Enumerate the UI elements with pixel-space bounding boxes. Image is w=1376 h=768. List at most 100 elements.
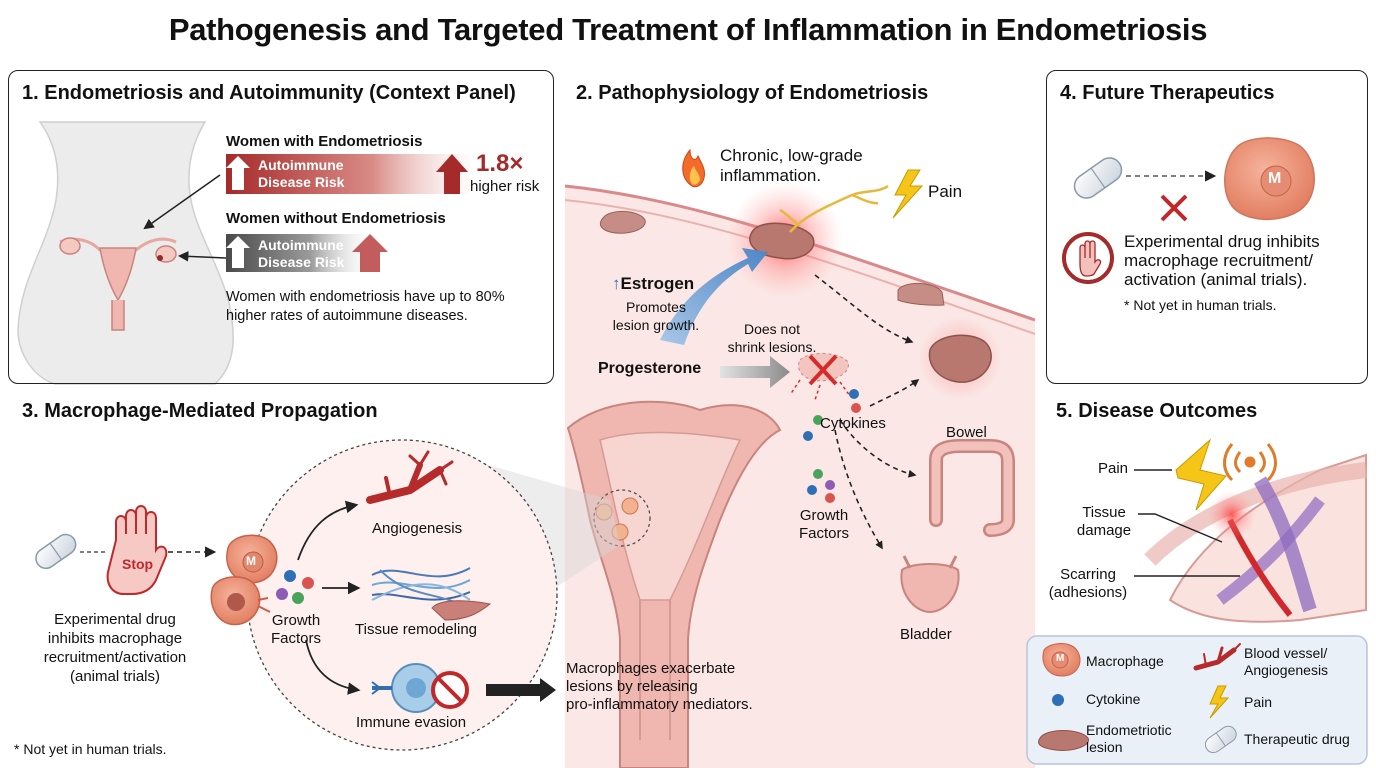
scarring-line1: Scarring [1060,566,1116,583]
p3-drug-line4: (animal trials) [69,668,160,685]
legend-vessel-line1: Blood vessel/ [1244,645,1328,661]
uterus-illustration [566,400,782,768]
lightning-icon [892,169,924,219]
growth-line1: Growth [799,507,849,524]
p4-drug-line3: activation (animal trials). [1124,270,1308,289]
legend-lesion-icon [1038,730,1089,751]
pill-icon-panel3 [35,533,77,570]
estrogen-text: Estrogen [620,274,695,293]
without-bar-text: Autoimmune Disease Risk [258,237,344,271]
with-endometriosis-label: Women with Endometriosis [226,133,423,150]
without-bar-line1: Autoimmune [258,237,344,253]
panel4-title: 4. Future Therapeutics [1060,82,1275,104]
progesterone-line2: shrink lesions. [727,339,817,355]
output-arrow [486,678,556,702]
growth-factor-dots [807,469,835,503]
progesterone-line1: Does not [743,321,801,337]
cytokine-dots [803,389,861,441]
growth-factors-label: Growth Factors [786,507,862,543]
immune-evasion-label: Immune evasion [356,714,467,731]
outcome-pain-label: Pain [1098,460,1129,477]
legend-pain-icon [1209,685,1230,719]
legend-pain-label: Pain [1244,694,1273,710]
page-title: Pathogenesis and Targeted Treatment of I… [168,12,1208,47]
legend-cytokine-icon [1052,694,1064,706]
with-bar-line1: Autoimmune [258,157,344,173]
tissue-line1: Tissue [1082,504,1126,521]
pain-signal-icon [1223,443,1277,482]
risk-up-arrow-small [352,234,388,272]
growth-line2: Factors [798,525,849,542]
bladder-label: Bladder [900,626,952,643]
bowel-label: Bowel [946,424,987,441]
legend-drug-icon [1204,725,1237,754]
growth-line2-p3: Factors [270,630,321,647]
legend-macrophage-letter: M [1056,653,1065,664]
panel1-title: 1. Endometriosis and Autoimmunity (Conte… [22,82,516,104]
p3-drug-line2: inhibits macrophage [47,630,183,647]
estrogen-label: ↑Estrogen [612,274,694,294]
risk-bar-without [226,234,366,272]
panel4-footnote: * Not yet in human trials. [1124,297,1277,313]
with-bar-line2: Disease Risk [258,174,345,190]
risk-caption: higher risk [470,178,540,195]
risk-up-arrow-large [436,154,468,194]
p4-drug-line1: Experimental drug inhibits [1124,232,1320,251]
inflammation-line2: inflammation. [720,166,822,185]
legend-vessel-line2: Angiogenesis [1244,662,1329,678]
lesion-small-1 [599,211,646,234]
lesion-small-2 [897,283,945,306]
estrogen-line1: Promotes [626,299,686,315]
inflammation-line1: Chronic, low-grade [720,146,863,165]
panel5-title: 5. Disease Outcomes [1056,400,1258,422]
tissue-remodeling-label: Tissue remodeling [355,621,477,638]
block-x-icon [808,354,838,386]
macrophage-letter-p3: M [246,554,256,568]
legend-lesion-line2: lesion [1086,739,1123,755]
legend-drug-label: Therapeutic drug [1244,731,1350,747]
growth-line1-p3: Growth [271,612,321,629]
inhibit-x-icon [1160,194,1188,222]
legend-macrophage-label: Macrophage [1086,653,1164,669]
legend-lesion-label: Endometriotic lesion [1086,722,1172,756]
estrogen-line2: lesion growth. [612,317,700,333]
legend-box [1026,635,1368,765]
exacerbate-text: Macrophages exacerbate lesions by releas… [566,660,753,714]
macrophage-letter-p4: M [1268,170,1282,187]
exacerbate-line1: Macrophages exacerbate [566,660,736,677]
legend-cytokine-label: Cytokine [1086,691,1141,707]
panel4-drug-text: Experimental drug inhibits macrophage re… [1124,232,1320,289]
progesterone-label: Progesterone [598,360,702,377]
lesion-metastatic [928,334,992,383]
summary-line1: Women with endometriosis have up to 80% [226,289,505,305]
estrogen-effect: Promotes lesion growth. [592,298,720,334]
with-bar-text: Autoimmune Disease Risk [258,157,344,191]
estrogen-up-icon: ↑ [612,274,621,293]
fibroblast-cell [431,600,492,621]
exacerbate-line3: pro-inflammatory mediators. [566,696,753,713]
angiogenesis-vessel [366,450,454,504]
legend-vessel-label: Blood vessel/ Angiogenesis [1244,645,1328,679]
panel3-drug-text: Experimental drug inhibits macrophage re… [30,610,200,686]
cytokines-label: Cytokines [820,415,886,432]
progesterone-effect: Does not shrink lesions. [712,320,832,356]
lesion-inflamed [749,222,815,260]
exacerbate-line2: lesions by releasing [566,678,698,695]
progesterone-arrow [720,356,790,388]
panel3-footnote: * Not yet in human trials. [14,741,167,757]
p4-drug-line2: macrophage recruitment/ [1124,251,1313,270]
stop-hand-icon [106,505,168,595]
legend-vessel-icon [1193,643,1241,671]
zoom-source-circle [593,489,651,547]
scarring-label: Scarring (adhesions) [1040,566,1136,602]
scarring-line2: (adhesions) [1048,584,1128,601]
tissue-damage-label: Tissue damage [1066,504,1142,540]
nerve-fiber [779,184,889,233]
summary-line2: higher rates of autoimmune diseases. [226,308,468,324]
outcome-tissue-illustration [1144,453,1367,623]
panel1-summary: Women with endometriosis have up to 80% … [226,288,505,326]
stop-label: Stop [122,556,154,572]
panel3-title: 3. Macrophage-Mediated Propagation [22,400,378,422]
risk-bar-with [226,154,470,194]
